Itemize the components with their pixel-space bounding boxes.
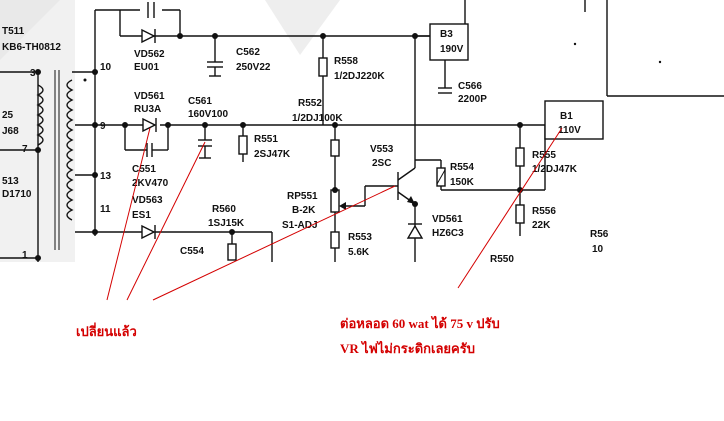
label-r551: R551 [254,134,278,145]
label-r56x-val: 10 [592,244,604,255]
label-vd561-val: RU3A [134,104,161,115]
pointer-line-b1 [457,127,563,289]
label-b3-val: 190V [440,44,464,55]
zener-vd561 [406,223,424,239]
label-r552: R552 [298,98,322,109]
resistor-r554 [415,159,523,193]
label-pin11: 11 [100,204,111,215]
annotation-pointers [106,127,563,301]
label-left68: J68 [2,126,19,137]
label-v553: V553 [370,144,394,155]
label-left513: 513 [2,176,19,187]
label-r553: R553 [348,232,372,243]
pointer-line-c561 [126,141,206,301]
label-v553-val: 2SC [372,158,391,169]
label-r558-val: 1/2DJ220K [334,71,385,82]
label-rp551: RP551 [287,191,318,202]
label-vd563: VD563 [132,195,163,206]
label-leftD1710: D1710 [2,189,32,200]
output-b3 [415,0,469,61]
resistor-r558 [318,36,328,125]
diode-vd562 [141,28,156,44]
label-r551-val: 2SJ47K [254,149,291,160]
label-c566-val: 2200P [458,94,487,105]
transistor-v553 [397,36,418,262]
pointer-line-transistor [152,185,396,301]
watermark-shape [265,0,340,55]
label-b1: B1 [560,111,573,122]
label-r554-val: 150K [450,177,475,188]
bottom-left-section [95,224,273,262]
label-r552-val: 1/2DJ100K [292,113,343,124]
label-t511-part: KB6-TH0812 [2,42,61,53]
label-vd562-val: EU01 [134,62,159,73]
label-pin7: 7 [22,144,28,155]
label-c551: C551 [132,164,156,175]
label-b3: B3 [440,29,453,40]
label-r554: R554 [450,162,474,173]
transformer-t511 [0,10,125,262]
capacitor-c551 [124,125,169,157]
label-left25: 25 [2,110,14,121]
label-r558: R558 [334,56,358,67]
diode-vd561 [142,117,157,133]
label-c561: C561 [188,96,212,107]
capacitor-c561 [198,125,212,159]
annotation-notes: เปลี่ยนแล้ว ต่อหลอด 60 wat ได้ 75 v ปรับ… [76,315,500,356]
label-c551-val: 2KV470 [132,178,169,189]
watermark-corner [0,0,60,60]
note-line2: VR ไฟไม่กระดิกเลยครับ [340,340,475,356]
label-b1-val: 110V [558,125,581,136]
label-rp551-val: B-2K [292,205,316,216]
label-vd561: VD561 [134,91,165,102]
label-r56x: R56 [590,229,609,240]
label-r560: R560 [212,204,236,215]
label-r556-val: 22K [532,220,551,231]
label-pin13: 13 [100,171,112,182]
note-replaced: เปลี่ยนแล้ว [76,322,137,339]
label-c562-val: 250V22 [236,62,271,73]
label-vd562: VD562 [134,49,165,60]
label-c566: C566 [458,81,482,92]
capacitor-c562 [207,36,223,77]
output-b1-section [515,0,724,236]
label-pin9: 9 [100,121,106,132]
label-vd561b: VD561 [432,214,463,225]
label-c554: C554 [180,246,204,257]
label-r556: R556 [532,206,556,217]
label-r560-val: 1SJ15K [208,218,245,229]
pointer-line-vd561 [106,127,151,301]
label-c561-val: 160V100 [188,109,228,120]
label-pin10: 10 [100,62,112,73]
capacitor-c566 [438,60,452,94]
label-pin3: 3 [30,68,36,79]
label-rp551-adj: S1-ADJ [282,220,318,231]
label-c562: C562 [236,47,260,58]
component-labels: T511 KB6-TH0812 3 10 9 7 13 11 1 25 J68 … [2,26,609,265]
resistor-r551 [238,125,248,162]
label-vd561b-val: HZ6C3 [432,228,464,239]
note-line1: ต่อหลอด 60 wat ได้ 75 v ปรับ [340,315,500,331]
label-vd563-val: ES1 [132,210,151,221]
label-r553-val: 5.6K [348,247,370,258]
label-pin1: 1 [22,250,28,261]
label-t511: T511 [2,26,25,37]
resistor-chain-r552-rp551-r553 [330,125,398,262]
label-r555-val: 1/2DJ47K [532,164,578,175]
label-r550: R550 [490,254,514,265]
